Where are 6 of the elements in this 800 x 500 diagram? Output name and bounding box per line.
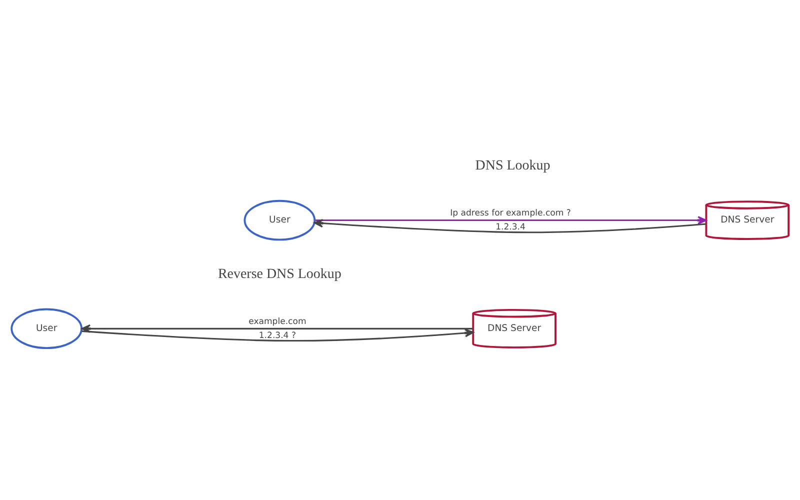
edge-label: 1.2.3.4 ? [258, 330, 296, 341]
label: DNS Lookup [475, 158, 550, 174]
edge-label: 1.2.3.4 [496, 222, 526, 232]
edge-label: Ip adress for example.com ? [450, 208, 571, 218]
label: Reverse DNS Lookup [218, 266, 342, 282]
edge-label: example.com [248, 316, 306, 327]
